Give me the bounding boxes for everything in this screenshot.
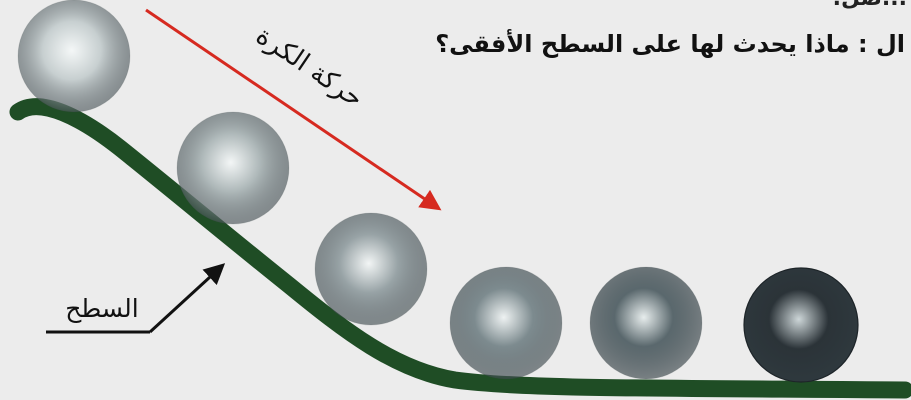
surface-label-pointer-line <box>148 263 226 334</box>
ball-1 <box>17 0 131 113</box>
surface-label: السطح <box>65 294 139 324</box>
ball-motion-label: حركة الكرة <box>250 21 368 114</box>
question-top-fragment: ...ضل. <box>833 0 907 11</box>
balls-group <box>17 0 859 383</box>
ball-3 <box>314 212 428 326</box>
ball-4 <box>449 266 563 380</box>
question-text: ال : ماذا يحدث لها على السطح الأفقى؟ <box>435 30 905 58</box>
ball-2 <box>176 111 290 225</box>
ball-5 <box>589 266 703 380</box>
inclined-surface <box>9 98 911 399</box>
ball-6 <box>743 267 859 383</box>
motion-arrow <box>145 8 442 211</box>
